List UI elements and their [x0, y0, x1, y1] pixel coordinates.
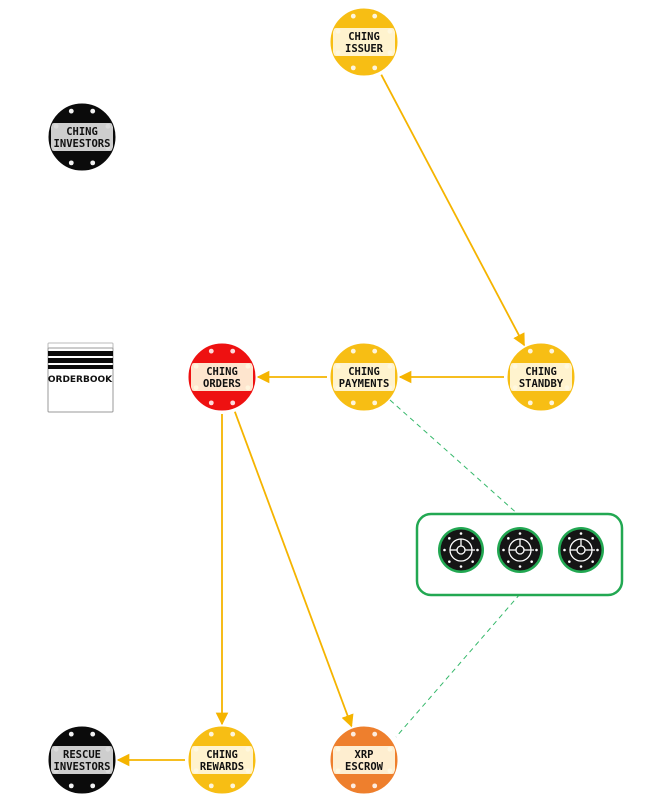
ching-payments-label-line1: CHING — [348, 366, 380, 378]
ching-orders-label-line1: CHING — [206, 366, 238, 378]
ching-rewards-label-line1: CHING — [206, 749, 238, 761]
vaults-layer — [438, 527, 604, 573]
orderbook-stack-bar — [48, 358, 113, 363]
ching-standby-label-line1: CHING — [525, 366, 557, 378]
rescue-investors-label-line2: INVESTORS — [54, 761, 111, 773]
edge-vault-group-to-xrp-escrow — [395, 593, 521, 738]
vault-icon[interactable] — [497, 527, 543, 573]
ching-issuer-label-line1: CHING — [348, 31, 380, 43]
ching-issuer-label-line2: ISSUER — [345, 43, 384, 55]
rescue-investors-label-line1: RESCUE — [63, 749, 101, 761]
ching-investors-label-line1: CHING — [66, 126, 98, 138]
vault-icon[interactable] — [558, 527, 604, 573]
nodes-layer: CHINGISSUERCHINGINVESTORSCHINGORDERSCHIN… — [48, 8, 575, 794]
vault-icon[interactable] — [438, 527, 484, 573]
ching-rewards-label-line2: REWARDS — [200, 761, 244, 773]
ching-standby-label-line2: STANDBY — [519, 378, 564, 390]
orderbook-node[interactable]: ORDERBOOK — [47, 342, 114, 413]
ching-orders-label-line2: ORDERS — [203, 378, 241, 390]
orderbook-label: ORDERBOOK — [48, 375, 113, 385]
edge-ching-orders-to-xrp-escrow — [234, 411, 354, 728]
xrp-escrow-label-line2: ESCROW — [345, 761, 384, 773]
orderbook-stack-bar — [48, 365, 113, 369]
edge-ching-issuer-to-ching-standby — [380, 74, 525, 347]
orderbook-stack-bar — [48, 351, 113, 356]
edge-ching-payments-to-vault-group — [389, 399, 521, 517]
ching-investors-label-line2: INVESTORS — [54, 138, 111, 150]
xrp-escrow-label-line1: XRP — [355, 749, 374, 761]
edges-layer — [116, 74, 525, 767]
vault-group[interactable] — [415, 512, 624, 597]
ching-payments-label-line2: PAYMENTS — [339, 378, 390, 390]
